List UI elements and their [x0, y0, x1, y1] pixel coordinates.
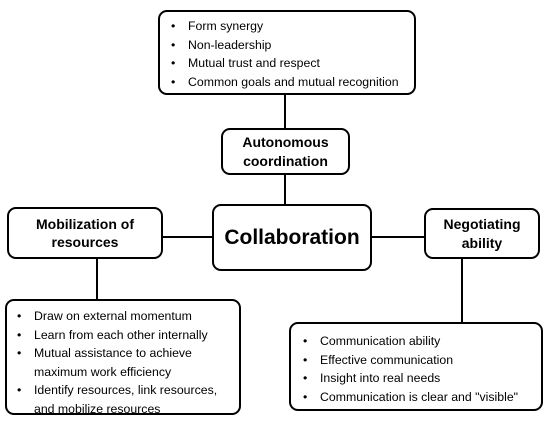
right-bullet-box: Communication ability Effective communic… — [289, 322, 543, 411]
list-item: Effective communication — [300, 351, 535, 370]
list-item: Communication ability — [300, 332, 535, 351]
negotiating-line2: ability — [461, 234, 503, 251]
collaboration-label: Collaboration — [224, 225, 360, 249]
list-item: Non-leadership — [168, 36, 408, 55]
mobilization-box: Mobilization of resources — [7, 207, 163, 259]
list-item: Insight into real needs — [300, 369, 535, 388]
negotiating-line1: Negotiating — [443, 216, 521, 233]
list-item: Form synergy — [168, 17, 408, 36]
list-item: Identify resources, link resources, — [14, 381, 233, 400]
autonomous-line2: coordination — [243, 152, 328, 169]
negotiating-box: Negotiating ability — [424, 208, 540, 259]
left-bullet-box: Draw on external momentum Learn from eac… — [5, 299, 241, 416]
autonomous-coordination-box: Autonomous coordination — [221, 128, 350, 175]
list-item: Common goals and mutual recognition — [168, 73, 408, 92]
list-item: Communication is clear and "visible" — [300, 388, 535, 407]
top-bullet-box: Form synergy Non-leadership Mutual trust… — [158, 10, 416, 95]
list-item: Draw on external momentum — [14, 307, 233, 326]
list-item-continuation: maximum work efficiency — [34, 364, 172, 379]
list-item: Mutual trust and respect — [168, 54, 408, 73]
list-item: Learn from each other internally — [14, 326, 233, 345]
collaboration-box: Collaboration — [212, 204, 372, 271]
list-item-continuation: and mobilize resources — [34, 401, 161, 416]
list-item: Mutual assistance to achieve — [14, 344, 233, 363]
mobilization-line2: resources — [51, 234, 119, 250]
autonomous-line1: Autonomous — [242, 134, 329, 151]
mobilization-line1: Mobilization of — [36, 215, 134, 232]
